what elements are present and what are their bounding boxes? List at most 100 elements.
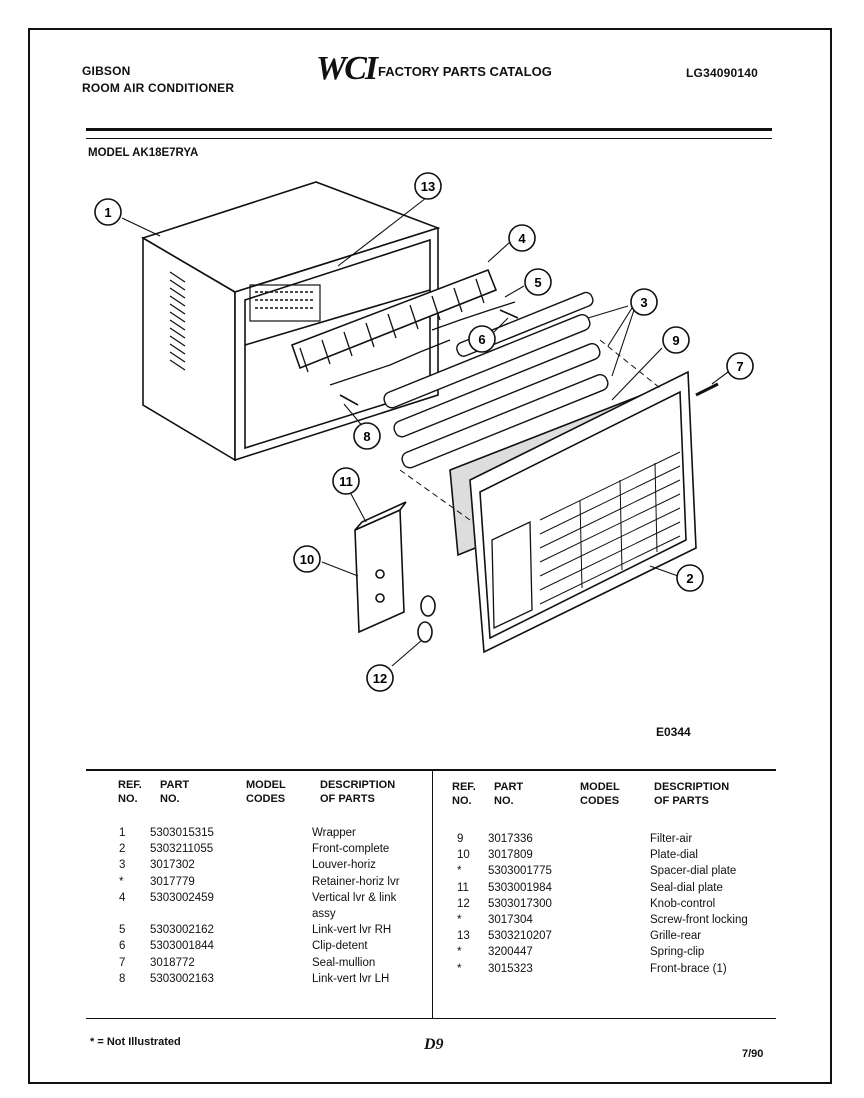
cell-ref: *	[457, 914, 462, 926]
callout-3: 3	[630, 288, 658, 316]
cell-desc: Grille-rear	[650, 930, 702, 943]
table-column-divider	[432, 771, 433, 1018]
cell-ref: 4	[119, 891, 126, 904]
cell-ref: 8	[119, 972, 126, 985]
cell-desc: Knob-control	[650, 897, 716, 910]
callout-9: 9	[662, 326, 690, 354]
control-knobs	[417, 595, 436, 643]
callout-8: 8	[353, 422, 381, 450]
svg-text:13: 13	[421, 179, 435, 194]
svg-text:12: 12	[373, 671, 387, 686]
cell-desc: Plate-dial	[650, 849, 698, 862]
header-rule	[86, 128, 772, 131]
cell-desc: Screw-front locking	[650, 914, 748, 926]
cell-part: 3018772	[150, 956, 195, 969]
cell-desc: Seal-dial plate	[650, 881, 723, 894]
cell-desc: Spring-clip	[650, 946, 705, 959]
cell-part: 3017302	[150, 859, 195, 872]
cell-ref: 13	[457, 930, 470, 943]
header-description: DESCRIPTION OF PARTS	[320, 779, 396, 805]
cell-ref: 9	[457, 833, 464, 845]
cell-desc: Link-vert lvr RH	[312, 924, 392, 937]
svg-text:9: 9	[672, 333, 679, 348]
callout-4: 4	[508, 224, 536, 252]
svg-text:4: 4	[518, 231, 526, 246]
cell-part: 5303002163	[150, 972, 214, 985]
cell-part: 5303015315	[150, 827, 214, 839]
cell-desc: Filter-air	[650, 833, 693, 845]
cell-part: 3200447	[488, 946, 533, 959]
cell-desc: Retainer-horiz lvr	[312, 875, 400, 888]
header-ref-no-right: REF. NO.	[452, 781, 476, 807]
cell-desc: Seal-mullion	[312, 956, 376, 969]
svg-text:3: 3	[640, 295, 647, 310]
document-number: LG34090140	[686, 66, 759, 80]
cell-ref: *	[457, 865, 462, 878]
diagram-code: E0344	[656, 725, 691, 739]
cell-part: 3015323	[488, 962, 533, 975]
cell-ref: *	[457, 962, 462, 975]
cell-desc: Wrapper	[312, 827, 356, 839]
model-number: MODEL AK18E7RYA	[88, 147, 199, 159]
cell-part: 5303002162	[150, 924, 214, 937]
header-description-right: DESCRIPTION OF PARTS	[654, 781, 730, 807]
cell-desc: Louver-horiz	[312, 859, 376, 872]
svg-text:6: 6	[478, 332, 485, 347]
cell-desc: Spacer-dial plate	[650, 865, 737, 878]
table-top-rule	[86, 769, 776, 771]
cell-ref: 6	[119, 940, 126, 953]
callout-11: 11	[332, 467, 360, 495]
header-ref-no: REF. NO.	[118, 779, 142, 805]
cell-desc: Vertical lvr & link	[312, 891, 397, 904]
cell-part: 5303002459	[150, 891, 214, 904]
front-complete-panel	[469, 370, 719, 654]
cell-desc: Front-brace (1)	[650, 962, 727, 975]
svg-text:10: 10	[300, 552, 314, 567]
cell-ref: 7	[119, 956, 126, 969]
header-rule-thin	[86, 138, 772, 139]
cell-ref: 1	[119, 827, 126, 839]
svg-text:7: 7	[736, 359, 743, 374]
cell-part: 5303001775	[488, 865, 552, 878]
header-part-no-right: PART NO.	[494, 781, 524, 807]
cell-ref: 5	[119, 924, 126, 937]
signature-mark: D9	[424, 1036, 444, 1053]
header-model-codes: MODEL CODES	[246, 779, 286, 805]
cell-desc: Link-vert lvr LH	[312, 972, 390, 985]
vertical-louver-assembly	[290, 268, 519, 406]
cell-part: 5303017300	[488, 897, 552, 910]
not-illustrated-note: * = Not Illustrated	[90, 1036, 181, 1048]
cell-part: 3017304	[488, 914, 533, 926]
svg-text:8: 8	[363, 429, 370, 444]
cell-part: 5303210207	[488, 930, 552, 943]
revision-date: 7/90	[742, 1048, 764, 1060]
wci-logo: WCI	[316, 50, 378, 87]
callout-7: 7	[726, 352, 754, 380]
cell-part: 3017336	[488, 833, 533, 845]
table-bottom-rule	[86, 1018, 776, 1019]
callout-2: 2	[676, 564, 704, 592]
header-model-codes-right: MODEL CODES	[580, 781, 620, 807]
callout-10: 10	[293, 545, 321, 573]
callout-12: 12	[366, 664, 394, 692]
svg-text:5: 5	[534, 275, 541, 290]
callout-13: 13	[414, 172, 442, 200]
cell-part: 5303211055	[150, 843, 214, 856]
callout-6: 6	[468, 325, 496, 353]
cell-ref: 10	[457, 849, 470, 862]
cell-part: 3017809	[488, 849, 533, 862]
cell-ref: 3	[119, 859, 126, 872]
cell-ref: 12	[457, 897, 470, 910]
cell-part: 3017779	[150, 875, 195, 888]
cell-part: 5303001844	[150, 940, 214, 953]
dial-plate	[354, 501, 407, 634]
cell-ref: 2	[119, 843, 126, 856]
cell-ref: *	[119, 875, 124, 888]
cell-ref: *	[457, 946, 462, 959]
svg-text:1: 1	[104, 205, 111, 220]
product-name: ROOM AIR CONDITIONER	[82, 81, 235, 95]
callout-5: 5	[524, 268, 552, 296]
svg-text:11: 11	[339, 474, 353, 489]
cell-desc: Clip-detent	[312, 940, 368, 953]
callout-1: 1	[94, 198, 122, 226]
